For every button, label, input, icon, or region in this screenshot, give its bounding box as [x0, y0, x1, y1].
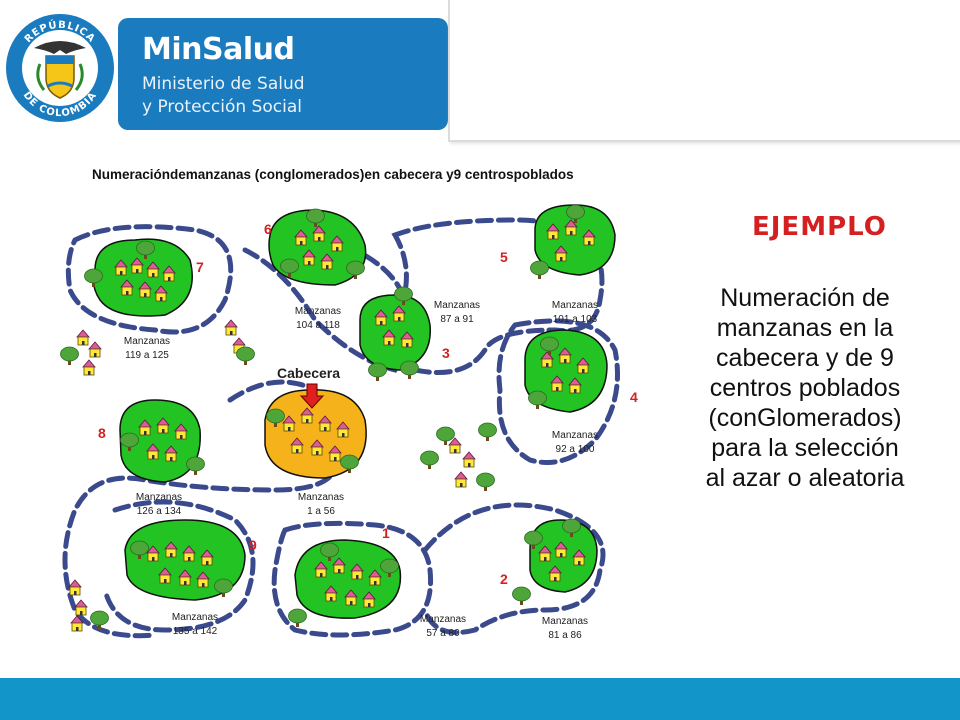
brand-title: MinSalud: [142, 32, 295, 67]
group-label-1: Manzanas: [420, 614, 466, 625]
group-number-2: 2: [500, 571, 508, 587]
minsalud-brand-box: MinSalud Ministerio de Salud y Protecció…: [118, 18, 448, 130]
group-range-9: 135 a 142: [173, 626, 218, 637]
group-range-8: 126 a 134: [137, 506, 182, 517]
group-number-3: 3: [442, 345, 450, 361]
group-range-4: 92 a 100: [556, 444, 595, 455]
group-number-5: 5: [500, 249, 508, 265]
group-range-cabecera: 1 a 56: [307, 506, 335, 517]
group-label-cabecera: Manzanas: [298, 492, 344, 503]
group-range-6: 104 a 118: [296, 320, 340, 331]
group-number-1: 1: [382, 525, 390, 541]
cabecera-arrow-icon: [299, 383, 325, 409]
group-label-7: Manzanas: [124, 336, 170, 347]
group-label-6: Manzanas: [295, 306, 341, 317]
brand-line-1: Ministerio de Salud: [142, 74, 305, 94]
footer-bar: [0, 678, 960, 720]
group-number-6: 6: [264, 221, 272, 237]
group-number-8: 8: [98, 425, 106, 441]
brand-line-2: y Protección Social: [142, 97, 302, 117]
cabecera-blob: [264, 389, 367, 479]
diagram-title: Numeracióndemanzanas (conglomerados)en c…: [92, 167, 574, 182]
description-line: manzanas en la: [716, 314, 894, 342]
header-frame: [448, 0, 960, 142]
clusters-diagram: 7 6 3 5 4 8 9 1 2 Cabecera Manzanas 119 …: [60, 204, 638, 641]
description-line: (conGlomerados): [708, 404, 902, 432]
colombia-seal-logo: REPÚBLICA DE COLOMBIA: [6, 14, 114, 122]
description-line: Numeración de: [720, 284, 890, 312]
group-range-3: 87 a 91: [440, 314, 474, 325]
description-line: centros poblados: [709, 374, 901, 402]
description-text: Numeración de manzanas en la cabecera y …: [660, 283, 950, 493]
description-line: cabecera y de 9: [716, 344, 894, 372]
group-label-9: Manzanas: [172, 612, 218, 623]
group-range-5: 101 a 103: [553, 314, 598, 325]
group-label-5: Manzanas: [552, 300, 598, 311]
group-range-2: 81 a 86: [548, 630, 582, 641]
description-line: para la selección: [711, 434, 899, 462]
group-number-9: 9: [249, 537, 257, 553]
group-range-1: 57 a 80: [426, 628, 460, 639]
ejemplo-heading: EJEMPLO: [752, 212, 887, 242]
description-line: al azar o aleatoria: [705, 464, 905, 492]
group-label-4: Manzanas: [552, 430, 598, 441]
cabecera-label: Cabecera: [277, 365, 340, 381]
group-label-8: Manzanas: [136, 492, 182, 503]
group-number-7: 7: [196, 259, 204, 275]
group-number-4: 4: [630, 389, 638, 405]
group-range-7: 119 a 125: [125, 350, 169, 361]
group-label-3: Manzanas: [434, 300, 480, 311]
group-label-2: Manzanas: [542, 616, 588, 627]
